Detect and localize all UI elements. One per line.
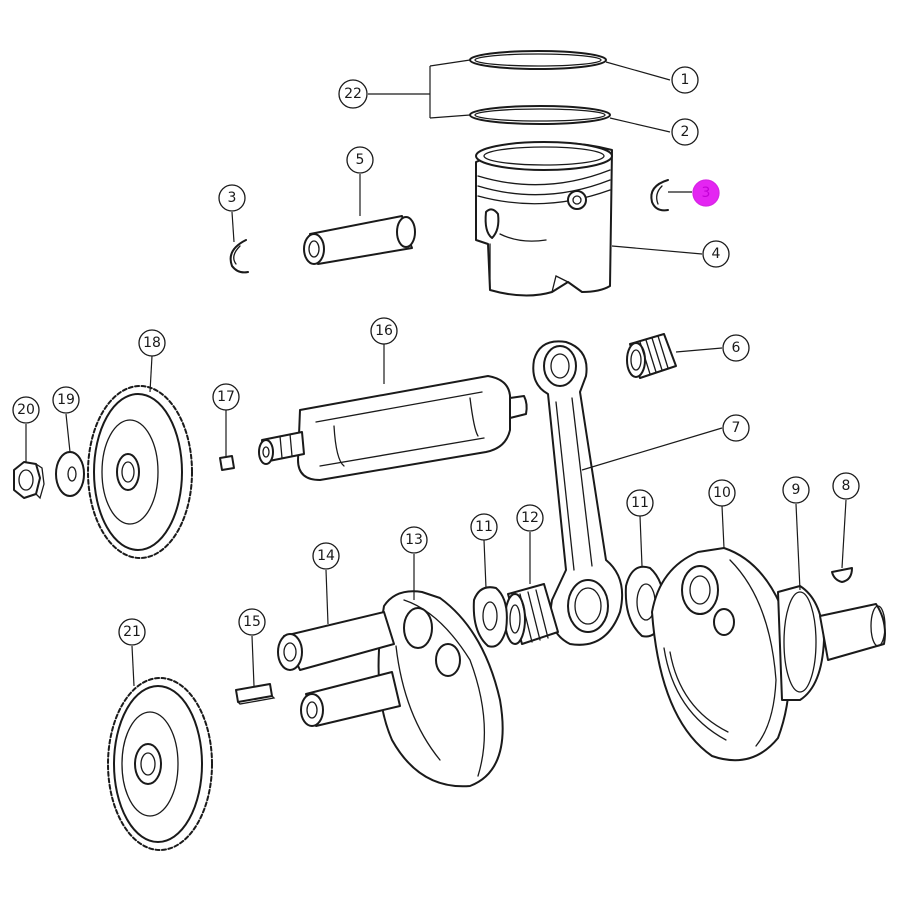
- half-moon-key: [831, 567, 853, 583]
- callout-1: 1: [671, 66, 699, 94]
- balance-shaft: [258, 375, 528, 481]
- svg-text:9: 9: [792, 482, 801, 498]
- piston-ring-top: [469, 50, 607, 70]
- callout-19: 19: [52, 386, 80, 414]
- svg-text:10: 10: [713, 485, 731, 501]
- svg-text:22: 22: [344, 86, 362, 102]
- callout-3-right-highlighted: 3: [692, 179, 720, 207]
- main-shaft-right: [777, 585, 886, 701]
- crank-web-left: [377, 590, 504, 788]
- gear-lower: [107, 677, 213, 851]
- svg-text:18: 18: [143, 335, 161, 351]
- main-shaft-left: [300, 671, 401, 727]
- svg-text:21: 21: [123, 624, 141, 640]
- svg-text:19: 19: [57, 392, 75, 408]
- svg-text:11: 11: [631, 495, 649, 511]
- callout-8: 8: [832, 472, 860, 500]
- callout-9: 9: [782, 476, 810, 504]
- callout-20: 20: [12, 396, 40, 424]
- svg-text:6: 6: [732, 340, 741, 356]
- callout-12: 12: [516, 504, 544, 532]
- callout-5: 5: [346, 146, 374, 174]
- woodruff-key: [235, 683, 276, 705]
- svg-text:11: 11: [475, 519, 493, 535]
- callout-15: 15: [238, 608, 266, 636]
- svg-text:7: 7: [732, 420, 741, 436]
- crank-web-right: [651, 547, 791, 762]
- piston-pin: [303, 215, 416, 265]
- small-key: [219, 455, 235, 471]
- callout-11-left: 11: [470, 513, 498, 541]
- svg-text:12: 12: [521, 510, 539, 526]
- callout-16: 16: [370, 317, 398, 345]
- svg-text:8: 8: [842, 478, 851, 494]
- callout-22: 22: [338, 79, 368, 109]
- piston: [475, 141, 613, 297]
- callout-4: 4: [702, 240, 730, 268]
- callout-6: 6: [722, 334, 750, 362]
- needle-bearing-small-end: [626, 333, 677, 379]
- svg-text:2: 2: [681, 124, 690, 140]
- gear-upper: [87, 385, 193, 559]
- callout-17: 17: [212, 383, 240, 411]
- svg-text:16: 16: [375, 323, 393, 339]
- circlip-right: [650, 179, 669, 212]
- callout-2: 2: [671, 118, 699, 146]
- callout-7: 7: [722, 414, 750, 442]
- circlip-left: [229, 239, 249, 274]
- svg-text:1: 1: [681, 72, 690, 88]
- svg-text:17: 17: [217, 389, 235, 405]
- svg-text:13: 13: [405, 532, 423, 548]
- svg-text:3: 3: [228, 190, 237, 206]
- crank-pin: [277, 611, 395, 671]
- piston-ring-second: [469, 105, 611, 125]
- washer: [55, 451, 85, 497]
- callout-10: 10: [708, 479, 736, 507]
- callout-18: 18: [138, 329, 166, 357]
- callout-3-left: 3: [218, 184, 246, 212]
- svg-text:14: 14: [317, 548, 335, 564]
- callout-11-right: 11: [626, 489, 654, 517]
- connecting-rod: [532, 340, 624, 646]
- callout-21: 21: [118, 618, 146, 646]
- callout-13: 13: [400, 526, 428, 554]
- needle-bearing-big-end: [504, 583, 559, 645]
- svg-text:4: 4: [712, 246, 721, 262]
- svg-text:3: 3: [702, 185, 711, 201]
- svg-text:5: 5: [356, 152, 365, 168]
- callout-14: 14: [312, 542, 340, 570]
- thrust-washer-left: [472, 586, 508, 648]
- svg-text:15: 15: [243, 614, 261, 630]
- leader-lines: [25, 59, 847, 687]
- hex-nut: [13, 461, 45, 500]
- svg-text:20: 20: [17, 402, 35, 418]
